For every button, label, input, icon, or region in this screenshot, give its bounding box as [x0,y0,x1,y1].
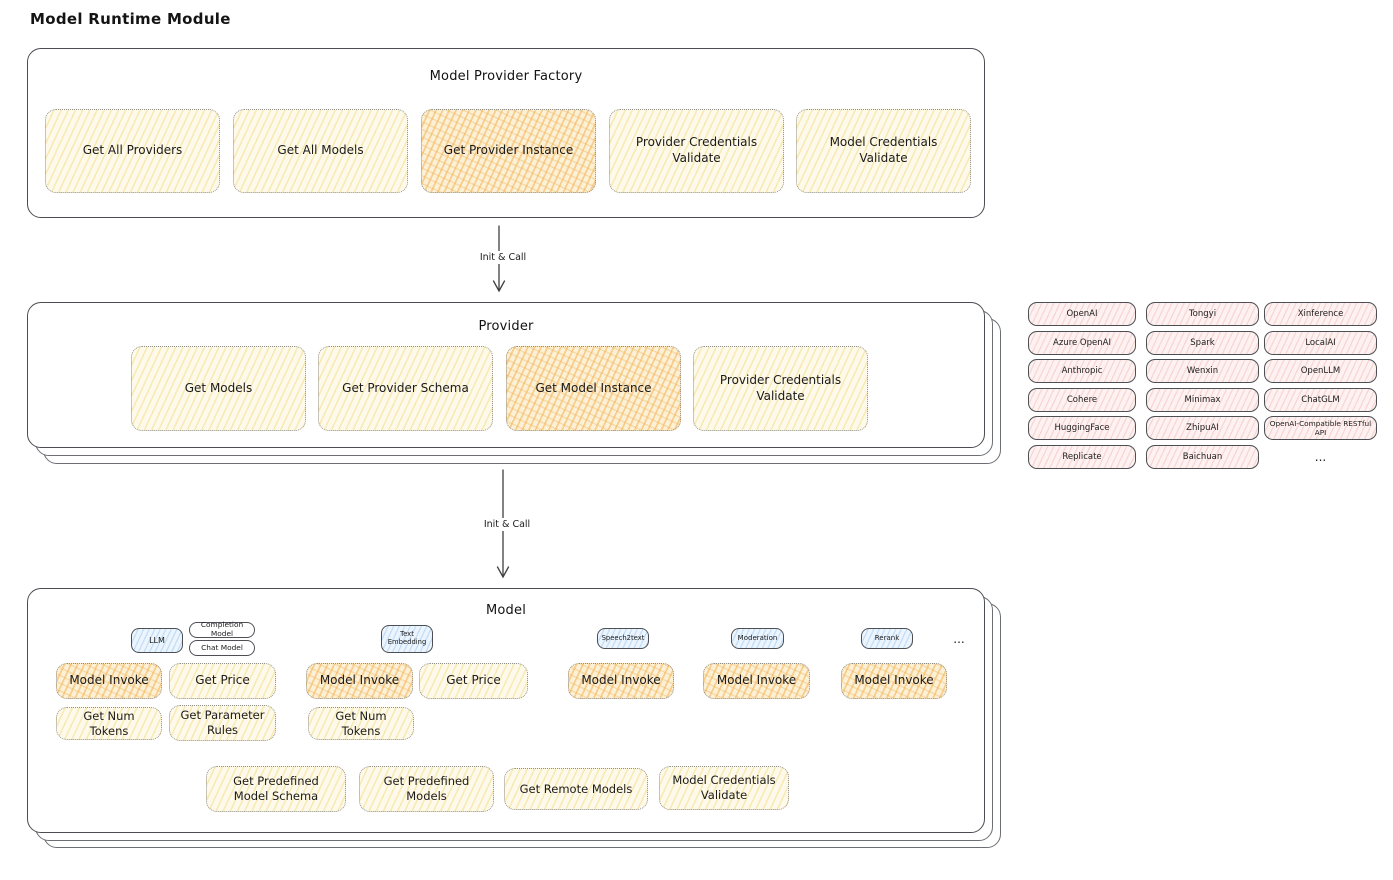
provider-box-get-models: Get Models [131,346,306,431]
llm-get-price: Get Price [169,663,276,699]
factory-title: Model Provider Factory [429,69,583,84]
providers-grid: OpenAI Tongyi Xinference Azure OpenAI Sp… [1028,302,1378,470]
tag-text-embedding: Text Embedding [381,625,433,653]
tag-completion-model: Completion Model [189,621,255,638]
embedding-get-num-tokens: Get Num Tokens [308,707,414,740]
llm-get-parameter-rules: Get Parameter Rules [169,705,276,741]
provider-pill-anthropic: Anthropic [1028,359,1136,383]
provider-pill-spark: Spark [1146,331,1259,355]
provider-pill-xinference: Xinference [1264,302,1377,326]
embedding-get-price: Get Price [419,663,528,699]
model-credentials-validate: Model Credentials Validate [659,766,789,810]
provider-pill-openai: OpenAI [1028,302,1136,326]
tag-rerank: Rerank [861,628,913,649]
get-predefined-model-schema: Get Predefined Model Schema [206,766,346,812]
provider-pill-zhipuai: ZhipuAI [1146,416,1259,440]
provider-box-provider-credentials-validate: Provider Credentials Validate [693,346,868,431]
provider-pill-azure-openai: Azure OpenAI [1028,331,1136,355]
init-call-label-1: Init & Call [469,251,537,264]
get-remote-models: Get Remote Models [504,768,648,810]
provider-title: Provider [478,319,534,334]
model-title: Model [485,603,527,618]
factory-box-model-credentials-validate: Model Credentials Validate [796,109,971,193]
provider-box-get-model-instance: Get Model Instance [506,346,681,431]
llm-model-invoke: Model Invoke [56,663,162,699]
page-title: Model Runtime Module [30,10,231,28]
factory-box-get-all-models: Get All Models [233,109,408,193]
embedding-model-invoke: Model Invoke [306,663,413,699]
providers-more-ellipsis: ... [1314,450,1327,464]
provider-pill-tongyi: Tongyi [1146,302,1259,326]
init-call-label-2: Init & Call [473,518,541,531]
provider-pill-wenxin: Wenxin [1146,359,1259,383]
moderation-model-invoke: Model Invoke [703,663,810,699]
provider-pill-replicate: Replicate [1028,445,1136,469]
provider-pill-baichuan: Baichuan [1146,445,1259,469]
provider-pill-openai-compatible-restful-api: OpenAI-Compatible RESTful API [1264,416,1377,440]
model-frame: Model LLM Completion Model Chat Model Te… [27,588,985,833]
get-predefined-models: Get Predefined Models [359,766,494,812]
tag-llm: LLM [131,628,183,653]
provider-pill-localai: LocalAI [1264,331,1377,355]
provider-pill-minimax: Minimax [1146,388,1259,412]
provider-pill-cohere: Cohere [1028,388,1136,412]
tag-speech2text: Speech2text [597,628,649,649]
factory-frame: Model Provider Factory Get All Providers… [27,48,985,218]
provider-pill-huggingface: HuggingFace [1028,416,1136,440]
factory-box-get-provider-instance: Get Provider Instance [421,109,596,193]
factory-box-provider-credentials-validate: Provider Credentials Validate [609,109,784,193]
provider-pill-openllm: OpenLLM [1264,359,1377,383]
llm-get-num-tokens: Get Num Tokens [56,707,162,740]
provider-box-get-provider-schema: Get Provider Schema [318,346,493,431]
factory-box-get-all-providers: Get All Providers [45,109,220,193]
provider-pill-chatglm: ChatGLM [1264,388,1377,412]
model-tags-more-ellipsis: ... [953,631,965,646]
tag-moderation: Moderation [731,628,784,649]
speech2text-model-invoke: Model Invoke [568,663,674,699]
rerank-model-invoke: Model Invoke [841,663,947,699]
provider-frame: Provider Get Models Get Provider Schema … [27,302,985,448]
tag-chat-model: Chat Model [189,640,255,656]
